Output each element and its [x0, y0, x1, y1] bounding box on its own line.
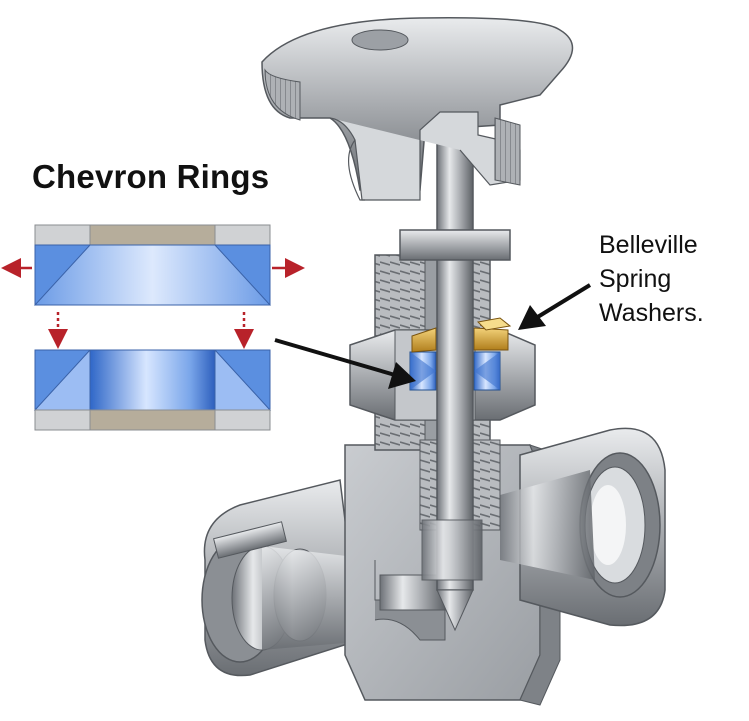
pointer-to-washers	[534, 283, 592, 320]
belleville-label: Belleville Spring Washers.	[599, 228, 704, 330]
belleville-label-line-2: Spring	[599, 265, 672, 293]
belleville-label-line-3: Washers.	[599, 299, 704, 327]
chevron-rings-title: Chevron Rings	[32, 158, 270, 195]
pointer-arrows	[274, 283, 592, 389]
pointer-to-packing-head	[388, 362, 416, 389]
pointer-to-washers-head	[518, 305, 546, 330]
valve-handle	[261, 17, 574, 261]
packing-chevrons	[409, 351, 501, 391]
pointer-to-packing	[274, 338, 396, 377]
chevron-ring-illustration	[1, 224, 305, 431]
valve-body	[201, 114, 666, 706]
chevron-ring-upper	[33, 224, 272, 306]
belleville-label-line-1: Belleville	[599, 231, 698, 259]
belleville-washers	[411, 317, 512, 353]
chevron-ring-lower	[33, 349, 272, 431]
